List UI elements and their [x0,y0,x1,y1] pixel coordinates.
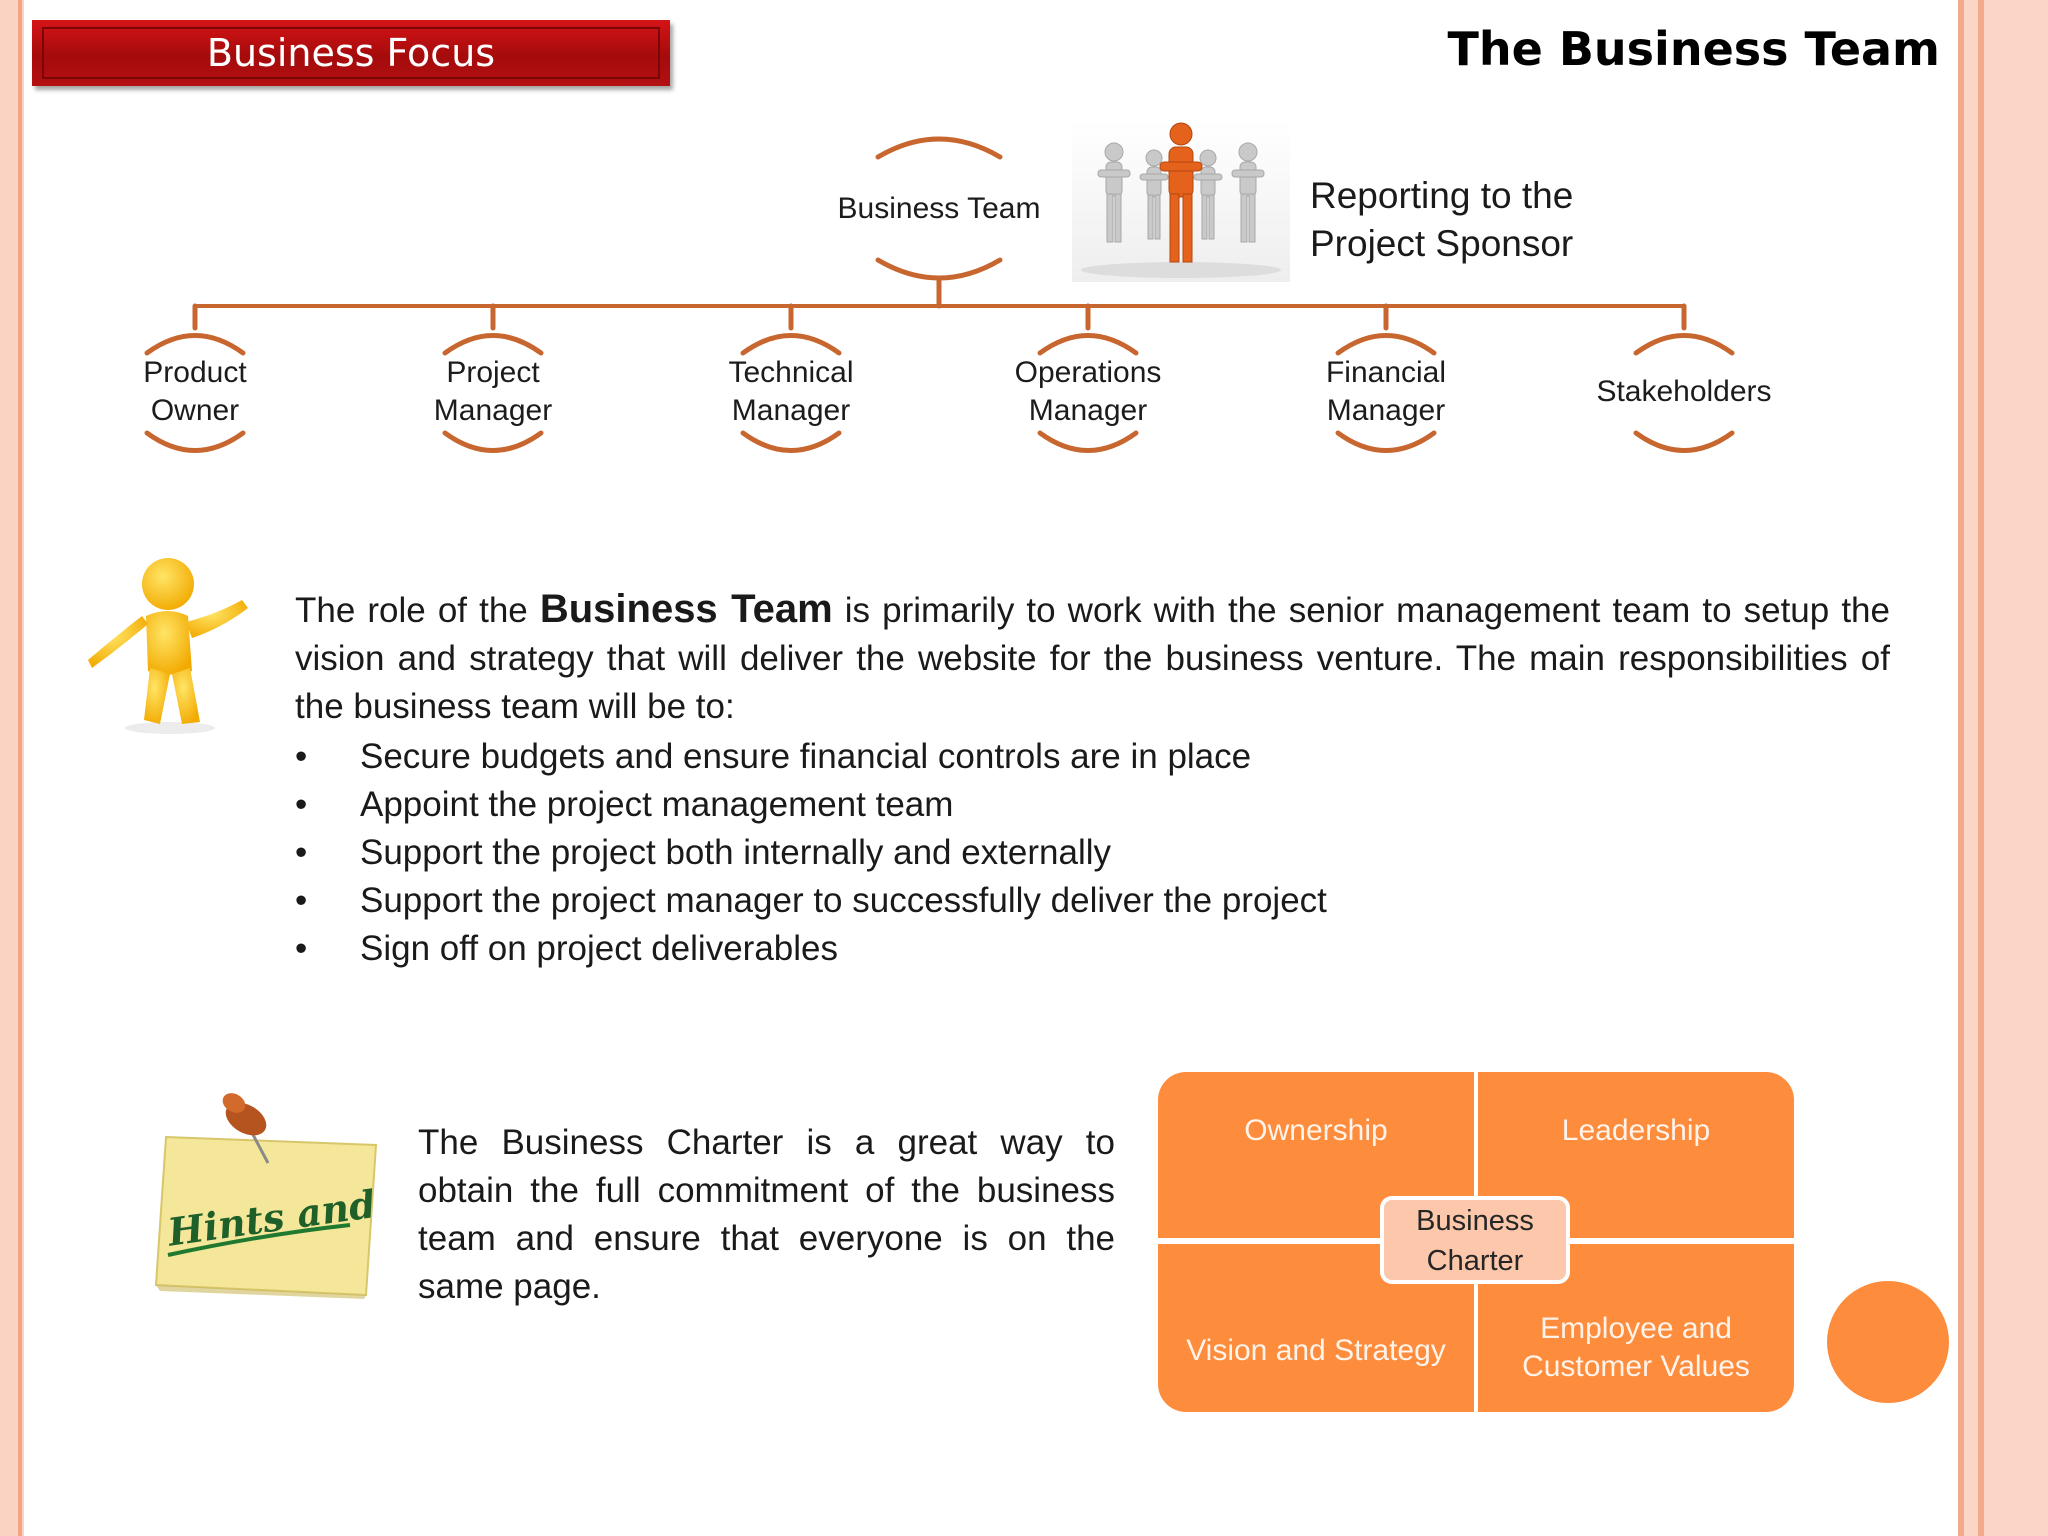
hints-and-tips-note-image: Hints and Tips [154,1093,380,1299]
business-charter-matrix: Ownership Leadership Vision and Strategy… [1158,1072,1794,1412]
sponsor-note-line: Reporting to the [1310,175,1574,216]
bullet-icon: • [295,833,308,872]
role-financial-manager: Financial Manager [1286,354,1486,430]
list-item-text: Appoint the project management team [360,785,954,824]
sponsor-note: Reporting to the Project Sponsor [1310,172,1573,268]
role-connector-financial-manager [1335,303,1437,453]
role-line: Owner [150,394,240,427]
role-connector-operations-manager [1037,303,1139,453]
bullet-icon: • [295,785,308,824]
list-item: • Support the project both internally and… [295,829,1795,877]
root-bracket-bottom [875,257,1003,281]
role-line: Product [143,356,247,389]
tip-paragraph: The Business Charter is a great way to o… [418,1123,1115,1306]
list-item-text: Support the project both internally and … [360,833,1112,872]
role-product-owner: Product Owner [95,354,295,430]
role-line: Manager [1326,394,1446,427]
role-operations-manager: Operations Manager [978,354,1198,430]
page-title: The Business Team [1447,22,1940,76]
left-border-line [18,0,22,1536]
org-chart-connectors [144,136,1735,453]
charter-quadrant-line-wrap: Employee and Customer Values [1522,1310,1750,1386]
org-root-label: Business Team [837,192,1041,225]
intro-emphasis: Business Team [539,587,833,631]
decorative-circle [1827,1281,1949,1403]
role-line: Financial [1325,356,1447,389]
charter-quadrant-line: Customer Values [1522,1350,1750,1383]
role-line: Project [446,356,540,389]
intro-paragraph: The role of the Business Team is primari… [295,585,1890,731]
section-banner-frame: Business Focus [42,27,660,79]
charter-quadrant-line: Employee and [1540,1312,1732,1345]
role-connector-technical-manager [740,303,842,453]
role-line: Operations [1014,356,1162,389]
role-line: Stakeholders [1596,375,1772,408]
section-label: Business Focus [206,31,496,75]
role-line: Manager [433,394,553,427]
list-item: • Sign off on project deliverables [295,925,1795,973]
root-bracket-top [875,136,1003,160]
role-project-manager: Project Manager [393,354,593,430]
list-item-text: Sign off on project deliverables [360,929,838,968]
role-connector-stakeholders [1633,303,1735,453]
charter-center-line: Charter [1426,1245,1524,1277]
list-item: • Appoint the project management team [295,781,1795,829]
list-item: • Support the project manager to successf… [295,877,1795,925]
bullet-icon: • [295,881,308,920]
list-item: • Secure budgets and ensure financial con… [295,733,1795,781]
pushpin-icon [222,1093,270,1164]
list-item-text: Secure budgets and ensure financial cont… [360,737,1252,776]
role-line: Manager [731,394,851,427]
charter-center-line: Business [1416,1205,1534,1237]
role-connector-project-manager [442,303,544,453]
charter-center-box: Business Charter [1380,1196,1570,1284]
responsibility-list: • Secure budgets and ensure financial con… [295,733,1795,973]
list-item-text: Support the project manager to successfu… [360,881,1327,920]
role-connector-product-owner [144,303,246,453]
role-stakeholders: Stakeholders [1574,373,1794,411]
team-leader-image [1072,120,1290,282]
charter-quadrant-ownership: Ownership [1158,1072,1474,1238]
presenter-figure-image [88,558,248,734]
section-banner: Business Focus [32,20,670,86]
role-line: Technical [728,356,854,389]
intro-text: The role of the [295,591,540,630]
role-line: Manager [1028,394,1148,427]
bullet-icon: • [295,929,308,968]
right-border-line [1958,0,1964,1536]
sponsor-note-line: Project Sponsor [1310,223,1574,264]
intro-text: is primarily to work with the senior man… [295,591,1890,726]
role-technical-manager: Technical Manager [691,354,891,430]
bullet-icon: • [295,737,308,776]
right-border-line [1978,0,1984,1536]
right-border [1958,0,2048,1536]
